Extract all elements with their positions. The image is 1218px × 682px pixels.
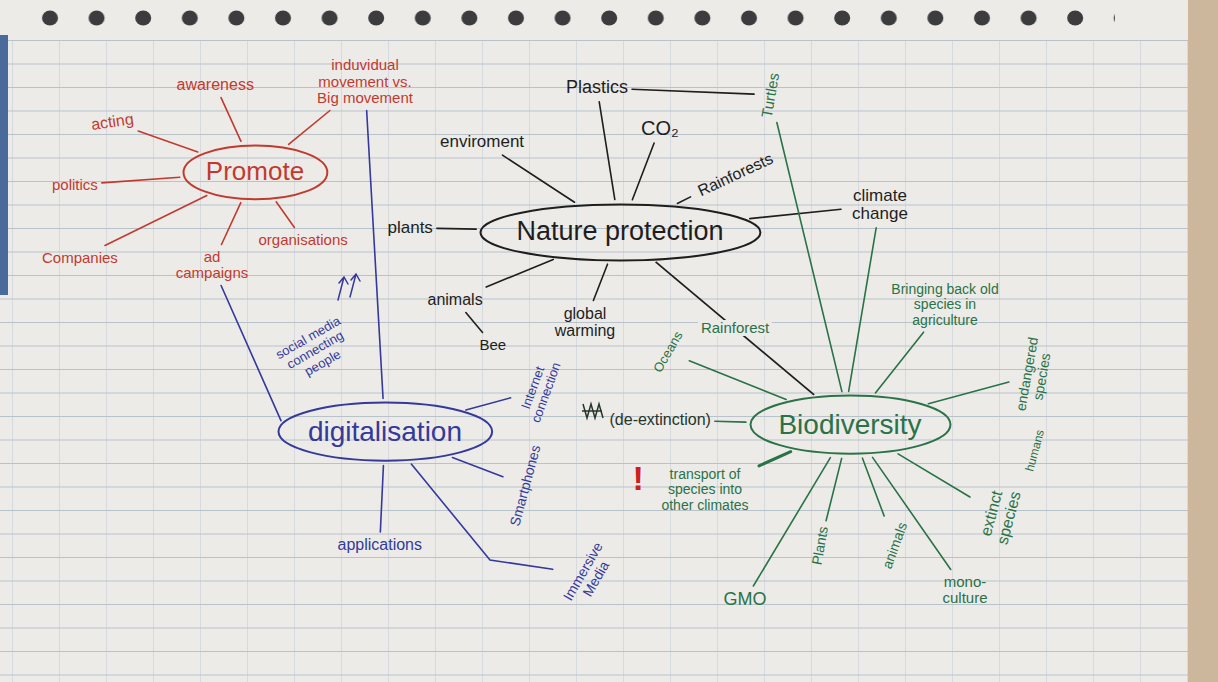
connectors <box>656 262 815 395</box>
branch-label: Oceans <box>651 329 686 375</box>
branch-label: politics <box>52 177 98 194</box>
branch-line <box>849 228 877 392</box>
branch-label: (de-extinction) <box>610 411 711 429</box>
branch-line <box>466 313 483 333</box>
branch-label: global warming <box>548 305 623 340</box>
paper-grid <box>0 40 1188 682</box>
connector-label: Rainforest <box>698 320 772 337</box>
branch-line <box>862 458 884 516</box>
topic-ellipse: Nature protection <box>479 203 762 262</box>
branch-label: animals <box>880 520 911 571</box>
topic-ellipse: Promote <box>182 144 329 201</box>
branch-line <box>221 203 240 245</box>
branch-line <box>826 458 842 520</box>
branch-label: ad campaigns <box>175 249 250 282</box>
binder-edge <box>0 35 8 295</box>
branch-line <box>677 197 690 204</box>
branch-line <box>777 122 842 391</box>
branch-line <box>750 209 841 218</box>
branch-line <box>452 458 502 477</box>
ellipse-shape <box>480 204 760 260</box>
branch-label: ! <box>633 460 644 497</box>
branch-label: Immersive Media <box>557 533 624 618</box>
topic-title: Nature protection <box>516 216 723 247</box>
branch-label: awareness <box>177 76 254 94</box>
topic-title: digitalisation <box>308 416 462 448</box>
branch-line <box>367 111 383 399</box>
punched-holes <box>30 4 1115 34</box>
branch-label: Internet connection <box>515 352 566 428</box>
branch-label: climate change <box>845 187 915 224</box>
branch-lines <box>102 89 1009 586</box>
branch-label: endangered species <box>1013 333 1057 417</box>
branch-label: Plastics <box>566 78 628 98</box>
branch-line <box>437 228 476 230</box>
paper-rules <box>0 40 1188 682</box>
branch-line <box>502 155 574 202</box>
branch-label: humans <box>1023 428 1047 473</box>
branch-line <box>380 466 383 532</box>
branch-line <box>289 111 330 145</box>
branch-line <box>138 131 198 152</box>
topic-title: Biodiversity <box>778 409 921 441</box>
branch-line <box>873 457 951 569</box>
hand-arrows <box>338 274 360 300</box>
branch-line <box>593 264 607 300</box>
scribble-out <box>582 404 603 418</box>
paper-sheet <box>0 0 1188 682</box>
branch-label: organisations <box>259 232 348 249</box>
branch-line <box>599 102 615 200</box>
branch-label: transport of species into other climates <box>655 467 755 513</box>
ellipse-shape <box>750 396 950 454</box>
branch-line <box>715 420 746 422</box>
branch-line <box>759 452 791 466</box>
branch-label: plants <box>388 219 433 238</box>
branch-label: animals <box>428 291 483 309</box>
branch-label: induvidual movement vs. Big movement <box>315 57 415 107</box>
branch-label: extinct species <box>974 477 1026 554</box>
topic-ellipse: Biodiversity <box>749 394 952 455</box>
branch-line <box>276 202 294 228</box>
branch-line <box>221 286 281 421</box>
topic-ellipse: digitalisation <box>277 401 494 462</box>
table-surface <box>1188 0 1218 682</box>
branch-line <box>632 143 654 200</box>
branch-label: Turtles <box>758 71 782 118</box>
branch-line <box>689 361 786 400</box>
branch-line <box>486 259 553 287</box>
branch-line <box>875 332 923 393</box>
branch-label: CO₂ <box>641 117 679 139</box>
branch-label: Bringing back old species in agriculture <box>880 282 1010 328</box>
topic-title: Promote <box>206 157 304 187</box>
branch-line <box>102 177 180 183</box>
branch-label: Companies <box>42 250 118 267</box>
branch-line <box>221 98 241 142</box>
branch-line <box>466 398 511 410</box>
branch-line <box>105 196 207 246</box>
branch-label: enviroment <box>440 133 524 152</box>
branch-line <box>632 89 754 94</box>
branch-line <box>898 454 970 497</box>
ellipse-shape <box>183 145 327 199</box>
branch-line <box>928 382 1009 404</box>
branch-label: Plants <box>809 525 831 566</box>
branch-label: GMO <box>724 590 767 610</box>
branch-line <box>753 458 830 586</box>
ellipse-shape <box>278 403 492 461</box>
connector <box>656 262 815 395</box>
branch-label: acting <box>89 110 134 133</box>
branch-label: mono- culture <box>935 574 995 607</box>
branch-label: Smartphones <box>507 443 543 527</box>
branch-label: Rainforests <box>695 150 776 200</box>
branch-label: applications <box>338 536 423 554</box>
branch-label: social media connecting people <box>267 310 362 390</box>
branch-label: Bee <box>480 337 507 354</box>
